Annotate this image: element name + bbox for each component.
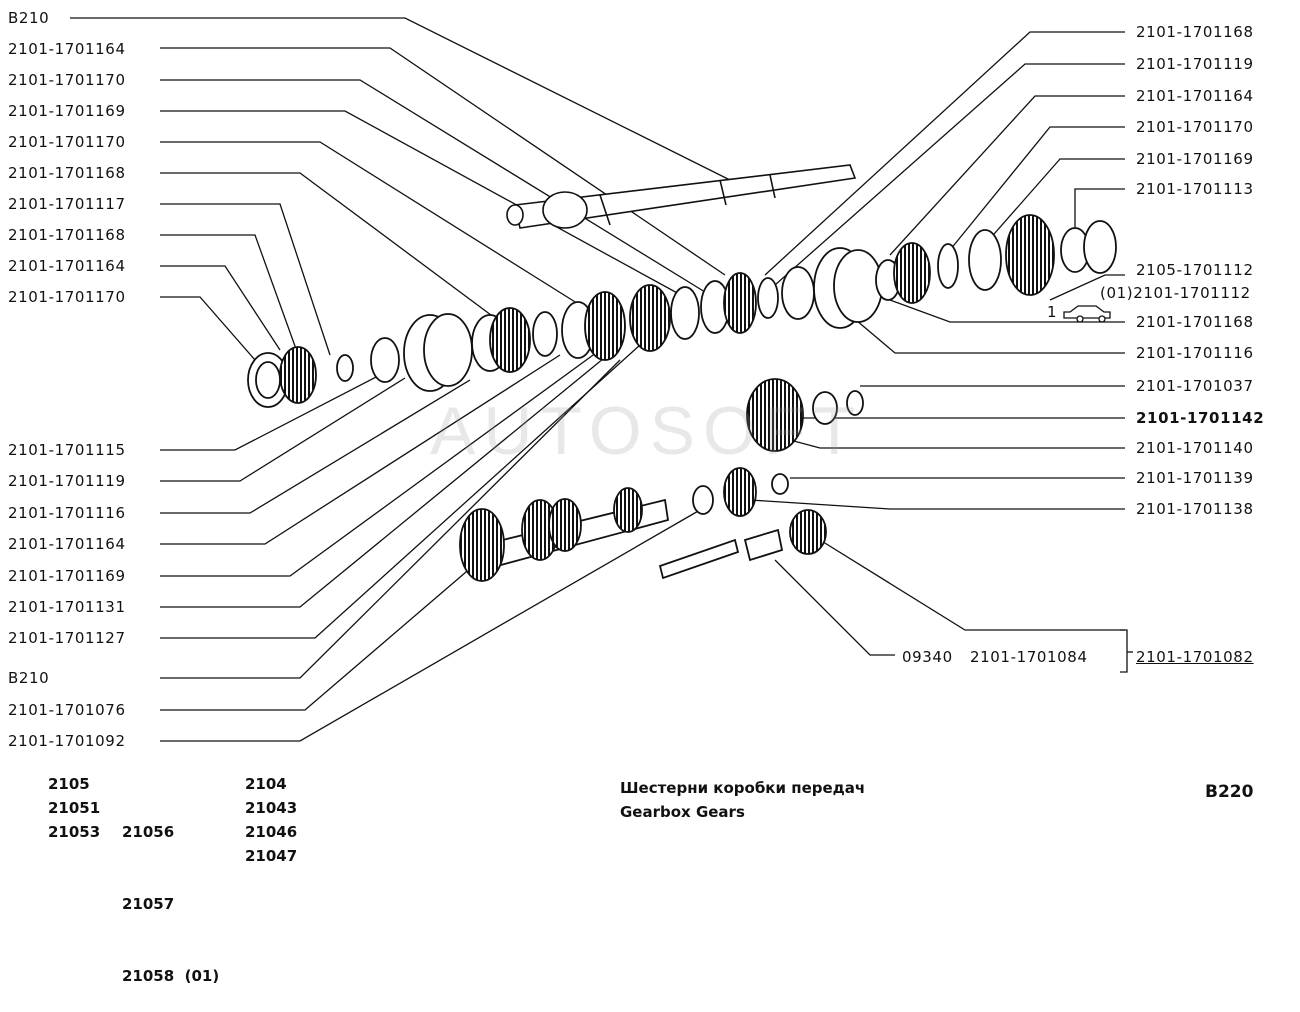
label-left-bottom-10: 2101-1701092 bbox=[8, 732, 126, 750]
model-item: 21051 bbox=[48, 799, 101, 817]
label-left-bottom-7: 2101-1701127 bbox=[8, 629, 126, 647]
car-icon bbox=[1063, 305, 1111, 323]
model-item: 21053 bbox=[48, 823, 101, 841]
label-left-bottom-1: 2101-1701115 bbox=[8, 441, 126, 459]
countershaft bbox=[459, 487, 670, 582]
mainshaft-gears bbox=[247, 214, 1117, 408]
watermark: AUTOSOFT bbox=[430, 393, 863, 469]
model-item: 2105 bbox=[48, 775, 90, 793]
label-right-5: 2101-1701169 bbox=[1136, 150, 1254, 168]
label-right-1: 2101-1701168 bbox=[1136, 23, 1254, 41]
label-left-7: 2101-1701117 bbox=[8, 195, 126, 213]
label-left-10: 2101-1701170 bbox=[8, 288, 126, 306]
label-right-6: 2101-1701113 bbox=[1136, 180, 1254, 198]
title-english: Gearbox Gears bbox=[620, 803, 745, 821]
label-left-bottom-8: B210 bbox=[8, 669, 50, 687]
label-left-4: 2101-1701169 bbox=[8, 102, 126, 120]
label-right-10: 2101-1701116 bbox=[1136, 344, 1254, 362]
idler-parts bbox=[658, 467, 827, 580]
model-col2: 21056 21057 21058 (01) bbox=[122, 772, 219, 1012]
model-item: 21046 bbox=[245, 823, 298, 841]
title-russian: Шестерни коробки передач bbox=[620, 779, 866, 797]
label-left-5: 2101-1701170 bbox=[8, 133, 126, 151]
model-col1: 2105 21051 21053 bbox=[48, 772, 100, 844]
model-item: 21043 bbox=[245, 799, 298, 817]
label-right-7: 2105-1701112 bbox=[1136, 261, 1254, 279]
label-right-12: 2101-1701142 bbox=[1136, 409, 1265, 427]
label-right-11: 2101-1701037 bbox=[1136, 377, 1254, 395]
part-09340: 09340 bbox=[902, 648, 953, 666]
label-left-1: B210 bbox=[8, 9, 50, 27]
input-shaft bbox=[506, 164, 857, 229]
model-item: 2104 bbox=[245, 775, 287, 793]
label-left-6: 2101-1701168 bbox=[8, 164, 126, 182]
label-left-8: 2101-1701168 bbox=[8, 226, 126, 244]
model-item: 21057 bbox=[122, 895, 175, 913]
model-item: 21056 bbox=[122, 823, 175, 841]
label-left-bottom-6: 2101-1701131 bbox=[8, 598, 126, 616]
part-1701084: 2101-1701084 bbox=[970, 648, 1088, 666]
page-code: B220 bbox=[1205, 782, 1254, 802]
label-right-9: 2101-1701168 bbox=[1136, 313, 1254, 331]
label-left-bottom-3: 2101-1701116 bbox=[8, 504, 126, 522]
label-left-bottom-9: 2101-1701076 bbox=[8, 701, 126, 719]
label-right-14: 2101-1701139 bbox=[1136, 469, 1254, 487]
marker-one: 1 bbox=[1047, 303, 1058, 321]
label-left-2: 2101-1701164 bbox=[8, 40, 126, 58]
label-right-3: 2101-1701164 bbox=[1136, 87, 1254, 105]
label-right-13: 2101-1701140 bbox=[1136, 439, 1254, 457]
reverse-gear bbox=[746, 378, 864, 452]
part-1701082: 2101-1701082 bbox=[1136, 648, 1254, 666]
label-left-3: 2101-1701170 bbox=[8, 71, 126, 89]
label-left-bottom-4: 2101-1701164 bbox=[8, 535, 126, 553]
model-col3: 2104 21043 21046 21047 bbox=[245, 772, 297, 868]
label-right-15: 2101-1701138 bbox=[1136, 500, 1254, 518]
leader-lines bbox=[70, 17, 1133, 742]
exploded-diagram bbox=[70, 17, 1133, 742]
model-item: 21047 bbox=[245, 847, 298, 865]
label-right-4: 2101-1701170 bbox=[1136, 118, 1254, 136]
label-left-bottom-2: 2101-1701119 bbox=[8, 472, 126, 490]
model-item: 21058 (01) bbox=[122, 967, 220, 985]
label-right-2: 2101-1701119 bbox=[1136, 55, 1254, 73]
label-left-bottom-5: 2101-1701169 bbox=[8, 567, 126, 585]
label-right-8: (01)2101-1701112 bbox=[1100, 284, 1251, 302]
label-left-9: 2101-1701164 bbox=[8, 257, 126, 275]
